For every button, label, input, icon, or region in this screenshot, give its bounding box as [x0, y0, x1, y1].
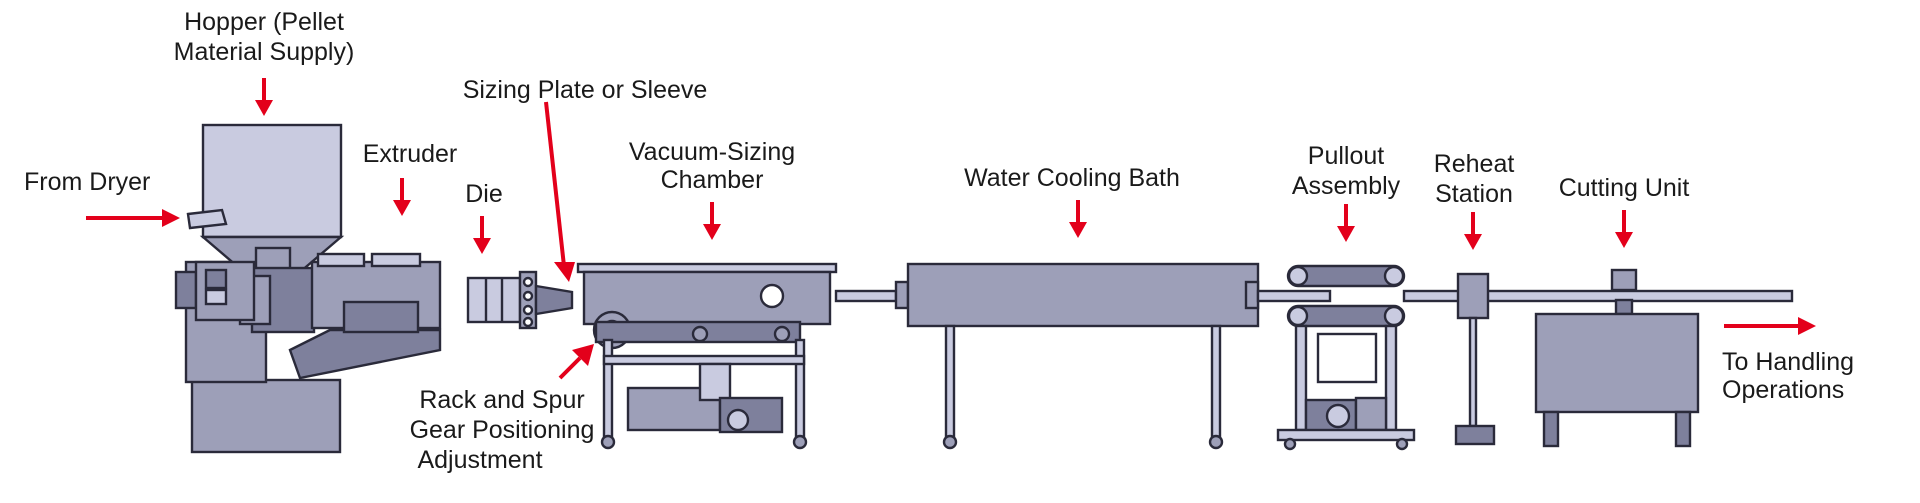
hopper-label-line2: Material Supply) — [174, 38, 355, 66]
sizing-plate-arrow — [544, 101, 575, 282]
extruder-machine — [174, 123, 574, 454]
reheat-label-line1: Reheat — [1434, 150, 1515, 178]
vacuum-chamber-arrow — [701, 200, 723, 242]
cutting-arrow — [1613, 208, 1635, 250]
die-label: Die — [465, 180, 503, 208]
extruder-arrow — [391, 176, 413, 218]
hopper-label-line1: Hopper (Pellet — [184, 8, 344, 36]
hopper-arrow — [253, 76, 275, 118]
pullout-label-line1: Pullout — [1308, 142, 1384, 170]
reheat-arrow — [1462, 210, 1484, 252]
pullout-assembly — [1276, 264, 1416, 451]
rack-spur-arrow — [558, 344, 594, 380]
from-dryer-label: From Dryer — [24, 168, 150, 196]
extrudate-pipe-2 — [1256, 289, 1332, 303]
die-arrow — [471, 214, 493, 256]
extrudate-pipe-3 — [1402, 289, 1794, 303]
rack-spur-label-line1: Rack and Spur — [419, 386, 584, 414]
extruder-label: Extruder — [363, 140, 457, 168]
cutting-unit-label: Cutting Unit — [1559, 174, 1690, 202]
sizing-plate-label: Sizing Plate or Sleeve — [463, 76, 708, 104]
vacuum-chamber-label-line1: Vacuum-Sizing — [629, 138, 795, 166]
reheat-label-line2: Station — [1435, 180, 1513, 208]
pullout-arrow — [1335, 202, 1357, 244]
water-bath-label: Water Cooling Bath — [964, 164, 1180, 192]
to-handling-arrow — [1724, 317, 1816, 335]
cutting-unit — [1534, 268, 1700, 448]
pullout-label-line2: Assembly — [1292, 172, 1401, 200]
water-bath-arrow — [1067, 198, 1089, 240]
reheat-station — [1454, 272, 1496, 446]
extrudate-pipe-1 — [834, 289, 898, 303]
handling-label-line1: To Handling — [1722, 348, 1854, 376]
handling-label-line2: Operations — [1722, 376, 1844, 404]
diagram-labels: Hopper (Pellet Material Supply) From Dry… — [24, 8, 1854, 474]
from-dryer-arrow — [86, 209, 180, 227]
vacuum-sizing-chamber — [576, 262, 838, 450]
rack-spur-label-line2: Gear Positioning — [410, 416, 595, 444]
rack-spur-label-line3: Adjustment — [417, 446, 542, 474]
flow-arrows — [86, 76, 1816, 380]
vacuum-chamber-label-line2: Chamber — [661, 166, 764, 194]
water-cooling-bath — [894, 262, 1260, 450]
